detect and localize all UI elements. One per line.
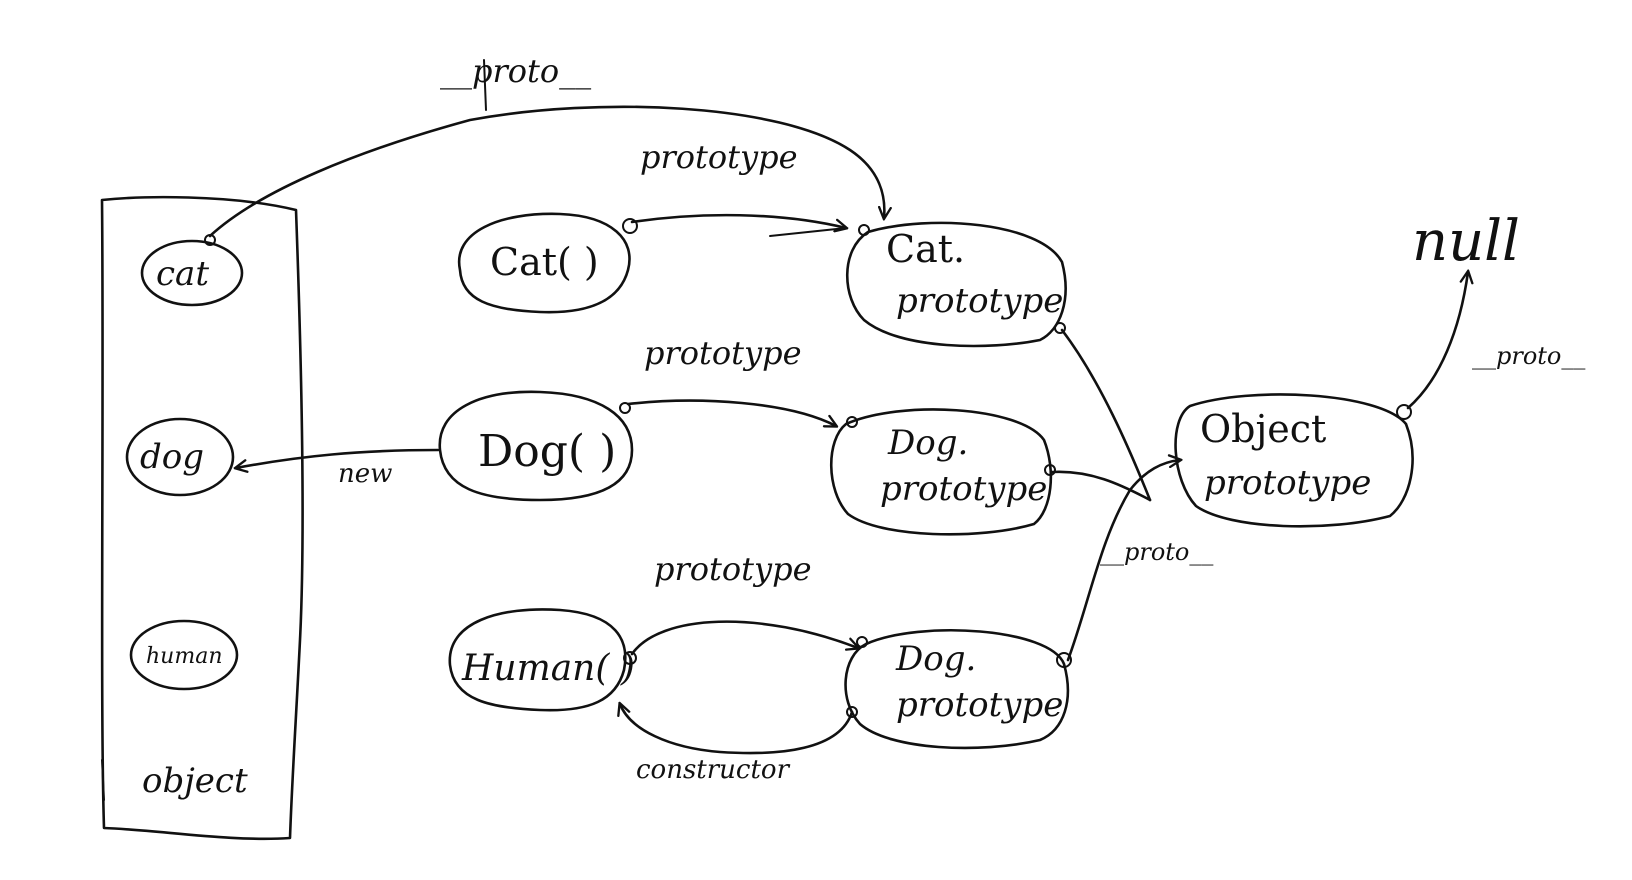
edge-constructor: constructor <box>620 704 854 785</box>
prototype-human-line2: prototype <box>896 685 1063 725</box>
edge-catproto-to-object <box>1060 328 1152 502</box>
edge-object-to-null: __proto__ <box>1406 272 1585 410</box>
prototype-human: Dog. prototype <box>844 628 1072 750</box>
edge-cat-prototype-label: prototype <box>640 138 798 176</box>
constructor-dog: Dog( ) <box>438 390 634 502</box>
constructor-cat: Cat( ) <box>457 212 638 314</box>
instance-cat: cat <box>140 234 244 307</box>
constructor-cat-label: Cat( ) <box>490 240 599 284</box>
instance-cat-label: cat <box>156 254 209 294</box>
instance-dog-label: dog <box>140 437 204 477</box>
prototype-object-line1: Object <box>1200 407 1326 451</box>
prototype-dog-line1: Dog. <box>887 423 968 463</box>
prototype-cat-line2: prototype <box>896 281 1063 321</box>
edge-dogproto-to-object <box>1050 470 1152 502</box>
edge-humanproto-to-object: __proto__ <box>1066 460 1213 662</box>
prototype-object-line2: prototype <box>1204 463 1371 503</box>
object-container: object <box>100 195 304 841</box>
null-terminal: null <box>1412 209 1520 274</box>
prototype-human-line1: Dog. <box>895 639 976 679</box>
edge-cat-prototype: prototype <box>630 138 846 237</box>
constructor-dog-label: Dog( ) <box>478 426 616 477</box>
instance-human: human <box>129 619 239 691</box>
prototype-cat: Cat. prototype <box>846 221 1067 348</box>
edge-constructor-label: constructor <box>636 755 791 785</box>
edge-proto-to-null-label: __proto__ <box>1472 342 1585 370</box>
edge-new-label: new <box>338 459 392 489</box>
prototype-dog: Dog. prototype <box>830 408 1056 536</box>
prototype-dog-line2: prototype <box>880 469 1047 509</box>
edge-human-prototype-label: prototype <box>654 550 812 588</box>
prototype-object: Object prototype <box>1174 393 1414 528</box>
prototype-cat-line1: Cat. <box>886 227 965 271</box>
instance-human-label: human <box>146 644 222 669</box>
edge-dog-prototype-label: prototype <box>644 334 802 372</box>
edge-proto-to-object-label: __proto__ <box>1100 538 1213 566</box>
edge-human-prototype: prototype <box>630 550 858 656</box>
edge-cat-proto: __proto__ <box>208 52 884 238</box>
edge-dog-prototype: prototype <box>626 334 836 426</box>
constructor-human-label: Human( ) <box>461 648 635 689</box>
constructor-human: Human( ) <box>448 608 637 712</box>
object-label: object <box>142 761 248 801</box>
edge-new: new <box>236 448 440 489</box>
null-label: null <box>1412 209 1520 274</box>
instance-dog: dog <box>125 417 235 497</box>
edge-cat-proto-label: __proto__ <box>440 52 591 90</box>
